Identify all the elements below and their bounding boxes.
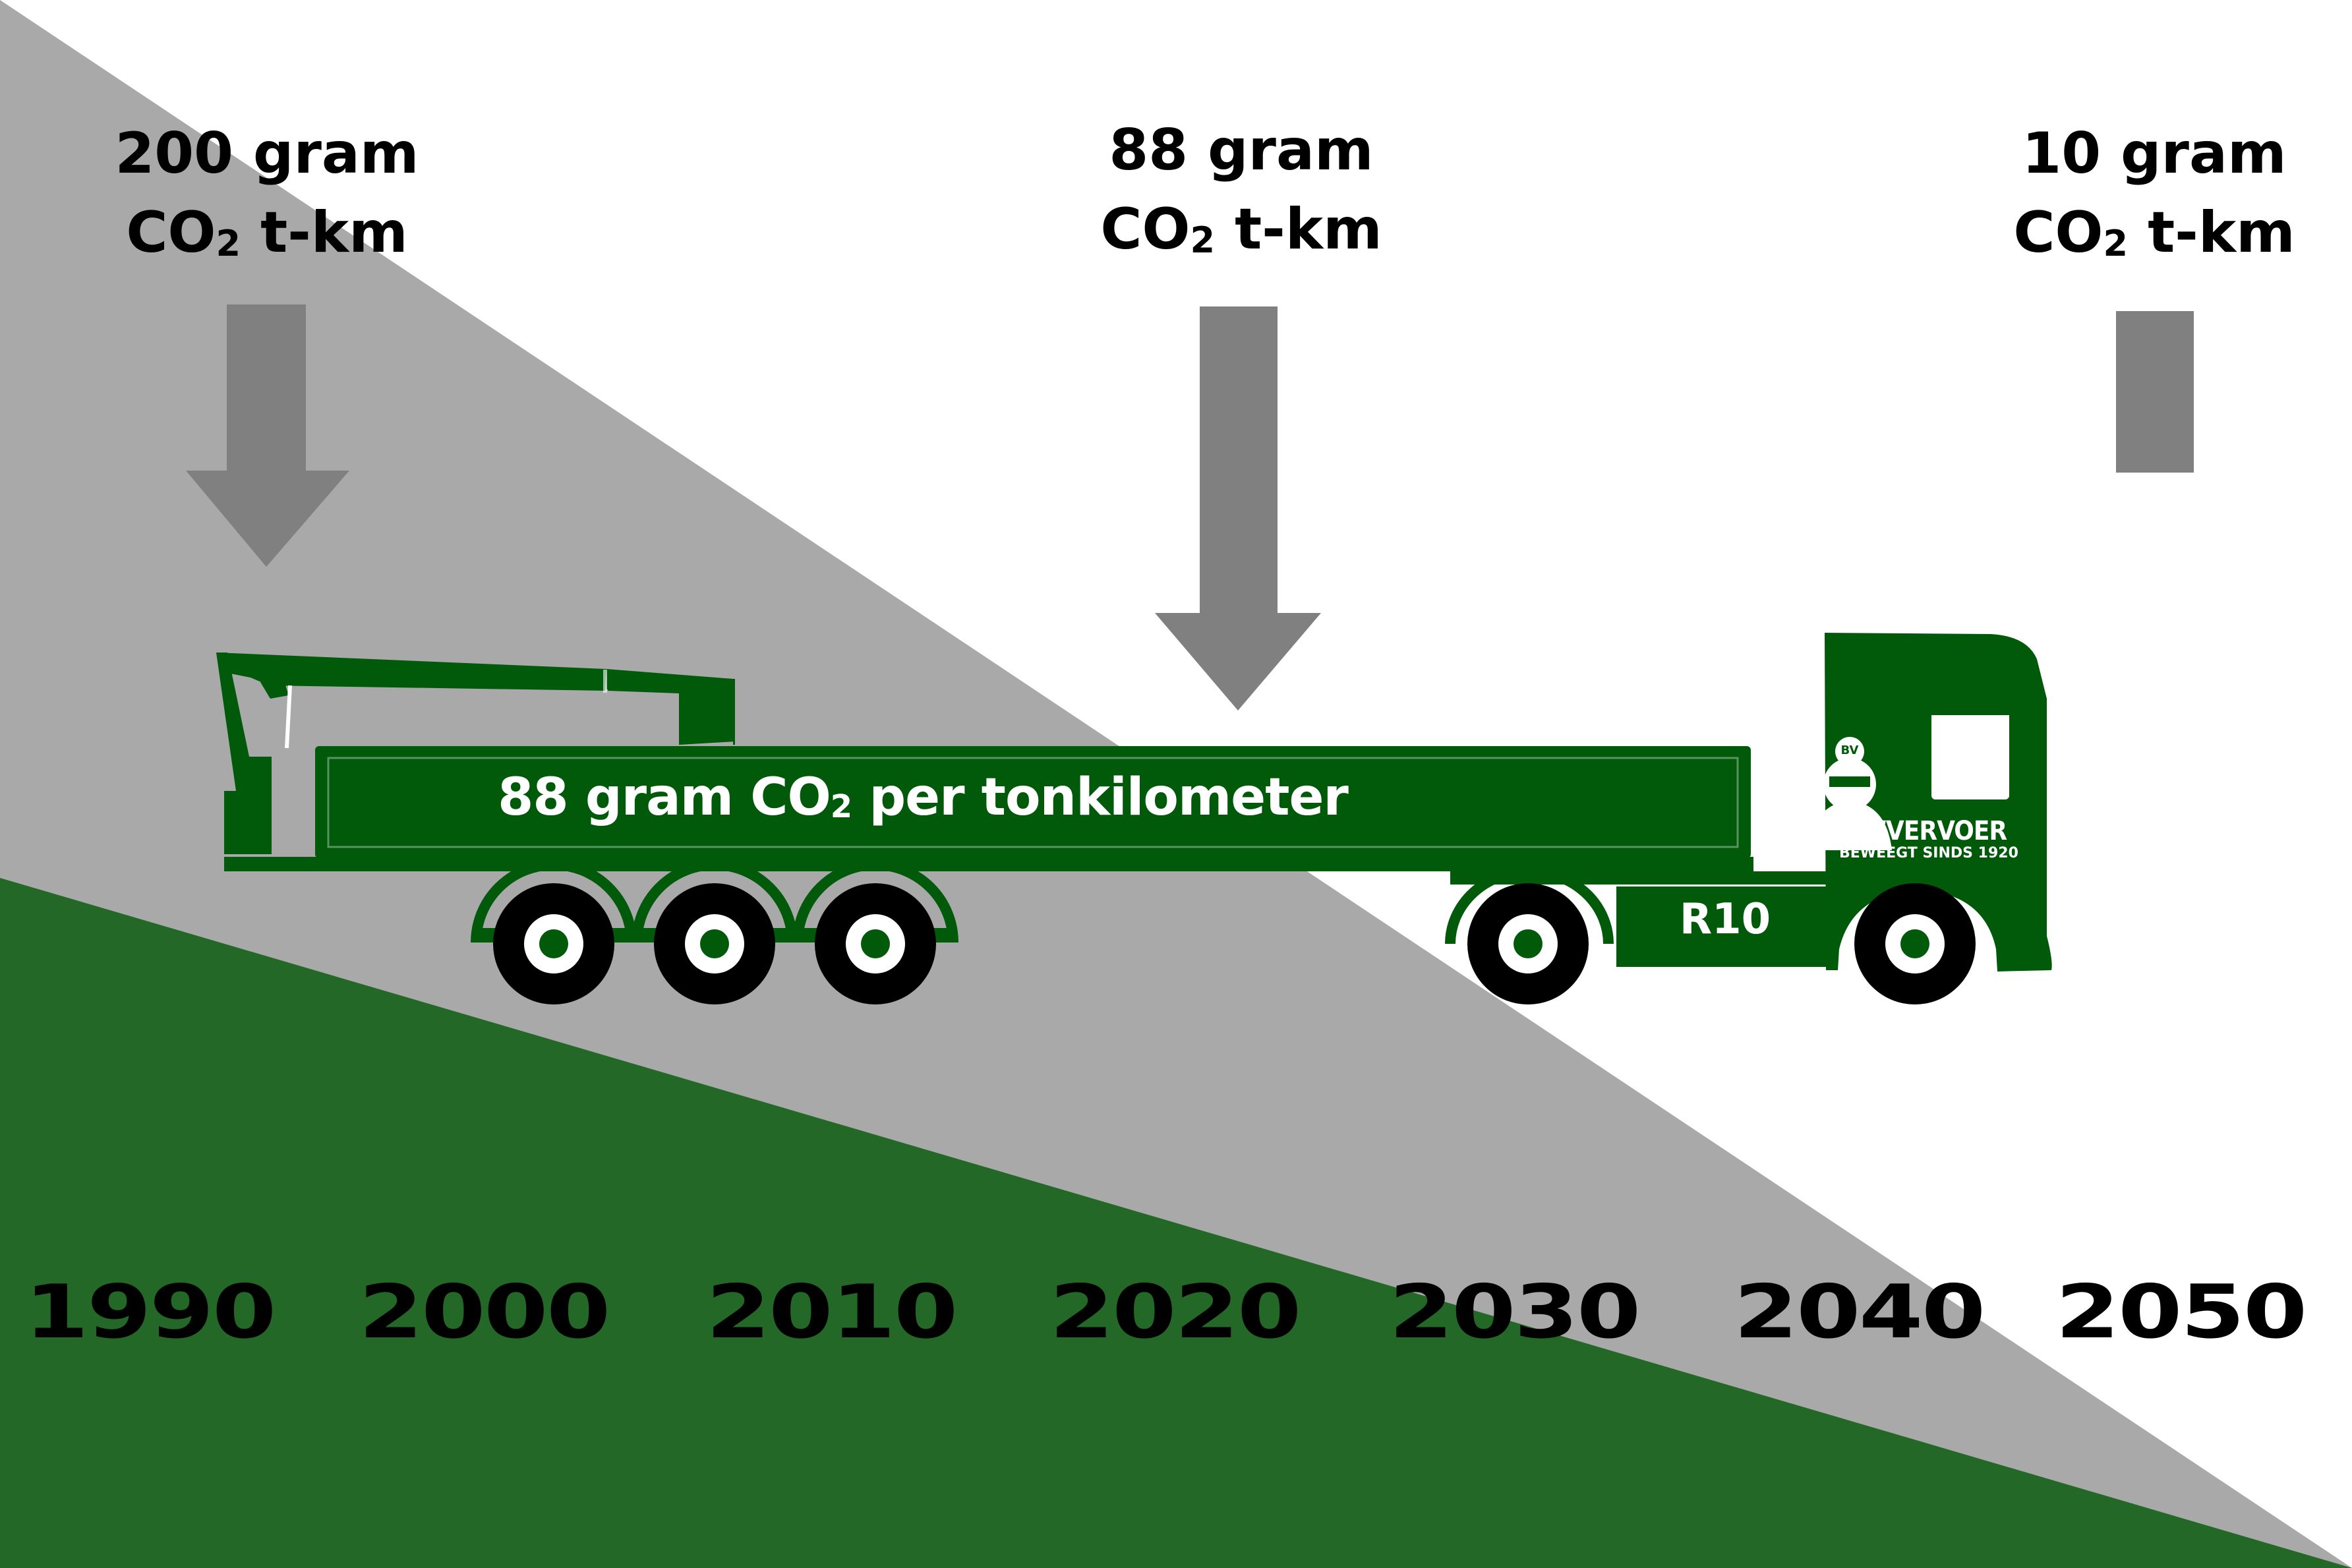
wheel-rear-2 — [654, 883, 775, 1004]
year-label: 2010 — [706, 1269, 958, 1355]
unit-prefix: CO — [2013, 200, 2103, 266]
cab — [1825, 633, 2052, 972]
banner-prefix: 88 gram CO — [498, 768, 831, 827]
unit-prefix: CO — [126, 200, 216, 266]
wheels — [493, 883, 1976, 1004]
callout-2020: 88 gram CO2 t-km — [1011, 122, 1472, 258]
chassis-rail — [1450, 871, 1826, 885]
wheel-rear-1 — [493, 883, 614, 1004]
rear-fenders — [471, 859, 958, 943]
crane — [216, 653, 735, 854]
callout-unit: CO2 t-km — [1924, 204, 2352, 264]
year-label: 2000 — [359, 1269, 610, 1355]
logo-tagline: BEWEEGT SINDS 1920 — [1839, 845, 2018, 861]
truck-illustration — [216, 633, 2052, 1004]
unit-subscript: 2 — [1190, 219, 1216, 261]
unit-subscript: 2 — [216, 223, 241, 264]
wheel-front-1 — [1467, 883, 1589, 1004]
callout-unit: CO2 t-km — [1011, 201, 1472, 258]
year-label: 2030 — [1389, 1269, 1641, 1355]
callout-1990: 200 gram CO2 t-km — [36, 121, 498, 264]
callout-amount: 88 gram — [1109, 117, 1374, 183]
unit-subscript: 2 — [2103, 223, 2129, 264]
banner-subscript: 2 — [830, 788, 852, 825]
bouwvervoer-logo — [1809, 737, 1892, 850]
unit-prefix: CO — [1100, 196, 1191, 262]
logo-brand: BOUWVERVOER — [1805, 816, 2007, 846]
year-label: 1990 — [24, 1269, 276, 1355]
green-decline-band — [0, 878, 2352, 1568]
unit-suffix: t-km — [1215, 196, 1382, 262]
unit-suffix: t-km — [2128, 200, 2295, 266]
timeline: 1990 2000 2010 2020 2030 2040 2050 — [0, 1275, 2352, 1361]
year-label: 2040 — [1734, 1269, 1985, 1355]
callout-unit: CO2 t-km — [36, 204, 498, 264]
license-plate — [1616, 886, 1835, 967]
wheel-rear-3 — [815, 883, 936, 1004]
callout-amount: 10 gram — [2022, 121, 2287, 187]
logo-initials: BV — [1840, 743, 1859, 757]
year-label: 2020 — [1049, 1269, 1301, 1355]
wheel-front-2 — [1854, 883, 1976, 1004]
down-arrow-2050 — [2116, 311, 2194, 473]
banner-suffix: per tonkilometer — [852, 768, 1349, 827]
down-arrow-2020 — [1155, 306, 1321, 711]
flatbed — [224, 746, 1753, 871]
truck-banner-text: 88 gram CO2 per tonkilometer — [396, 768, 1450, 827]
callout-amount: 200 gram — [115, 121, 419, 187]
unit-suffix: t-km — [241, 200, 408, 266]
down-arrow-1990 — [186, 305, 349, 567]
license-plate-text: R10 — [1679, 895, 1771, 944]
year-label: 2050 — [2055, 1269, 2307, 1355]
callout-2050: 10 gram CO2 t-km — [1924, 121, 2352, 264]
